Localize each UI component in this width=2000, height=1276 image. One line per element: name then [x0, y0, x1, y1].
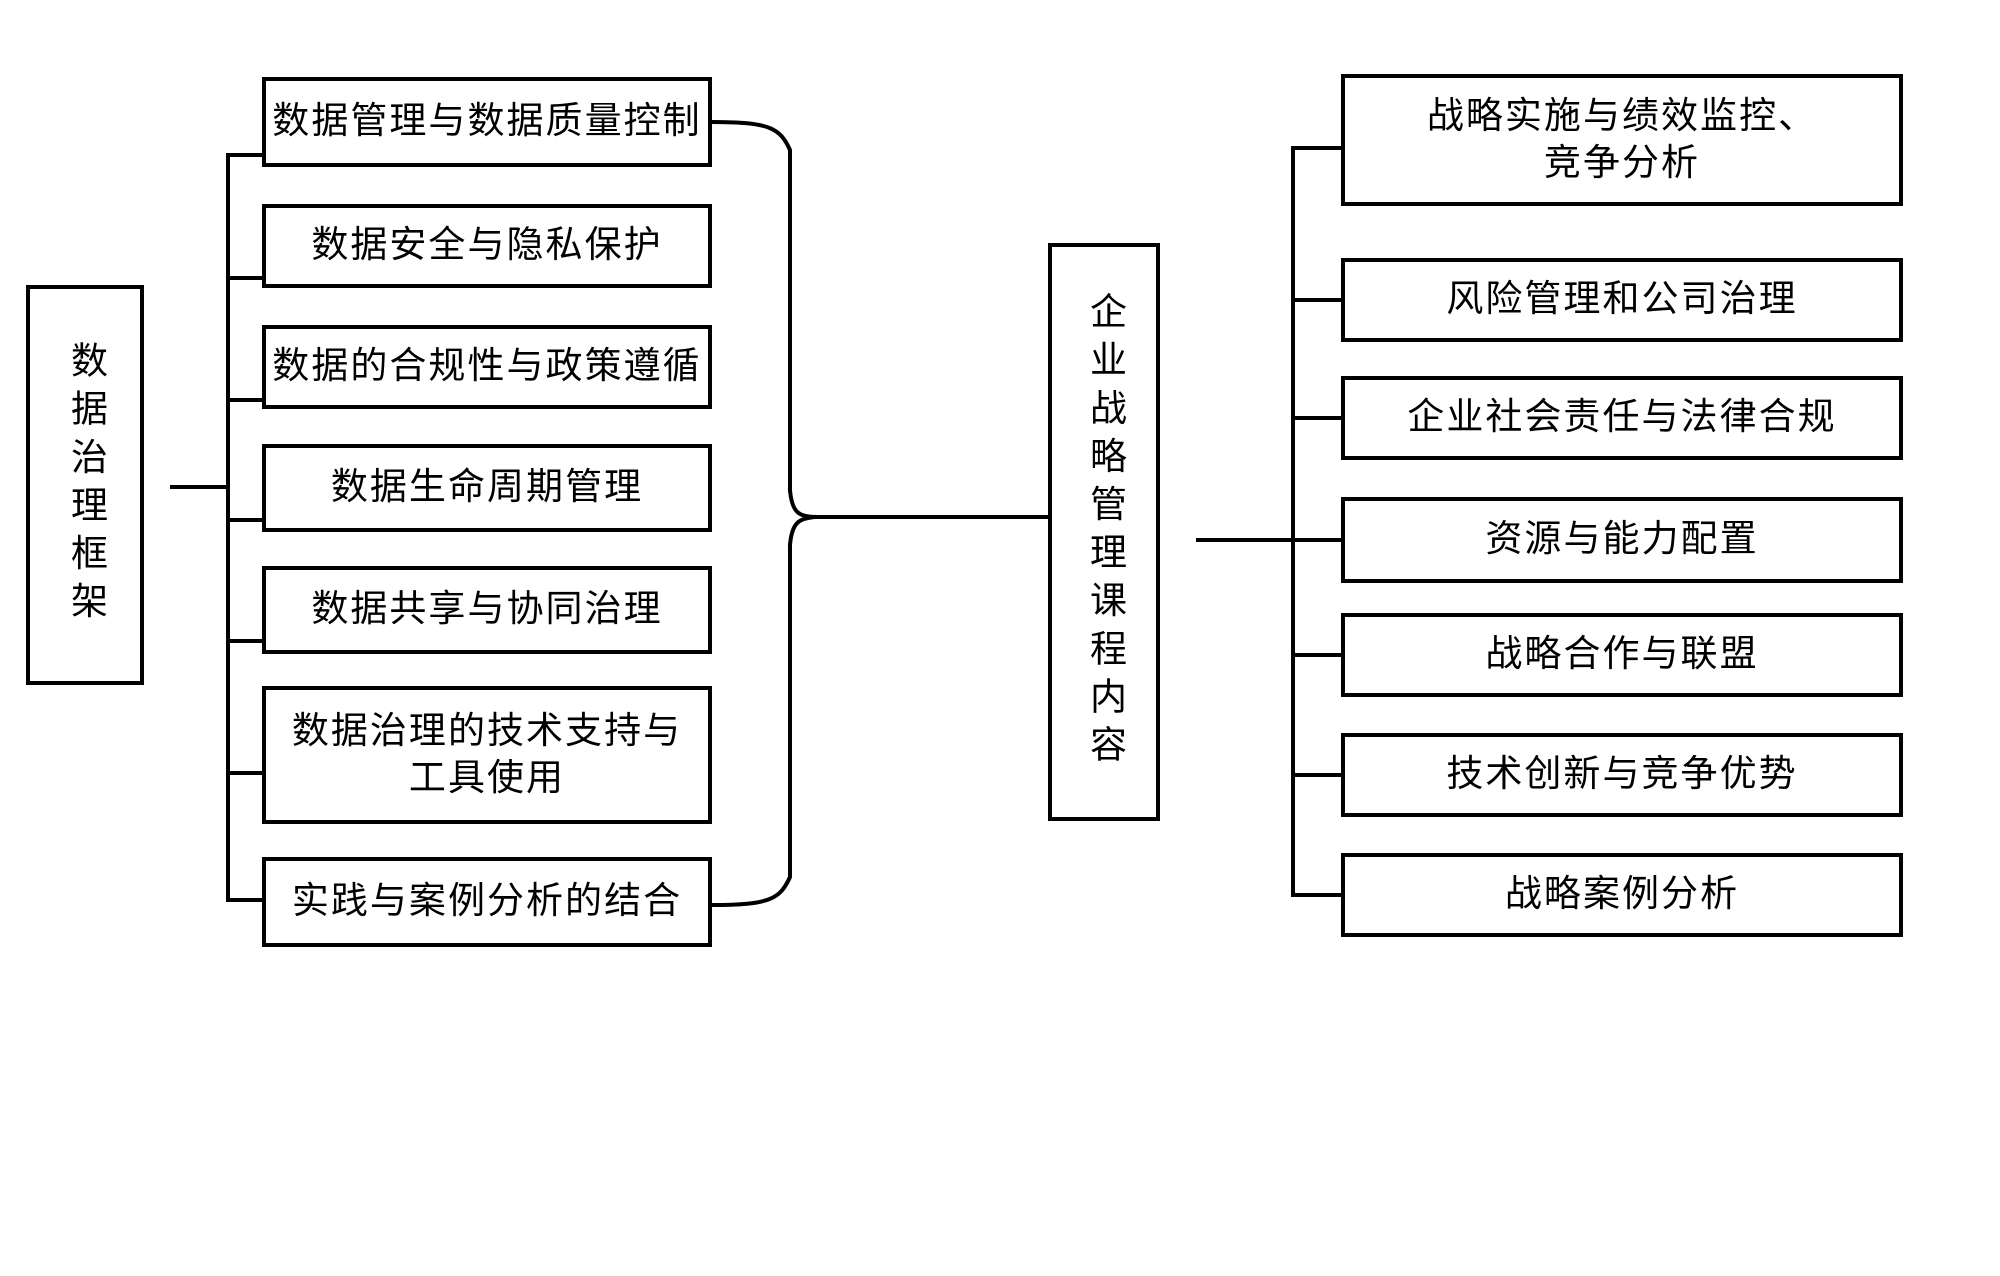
left-branch-7-label: 实践与案例分析的结合	[291, 881, 683, 923]
left-root-label: 数据治理框架	[64, 340, 106, 630]
left-root-node[interactable]: 数据治理框架	[26, 285, 144, 685]
left-branch-5[interactable]: 数据共享与协同治理	[262, 566, 712, 654]
right-branch-1-label: 战略实施与绩效监控、 竞争分析	[1426, 95, 1818, 184]
left-branch-6[interactable]: 数据治理的技术支持与 工具使用	[262, 686, 712, 824]
right-branch-3-label: 企业社会责任与法律合规	[1407, 397, 1837, 439]
left-branch-1-label: 数据管理与数据质量控制	[272, 101, 702, 143]
right-branch-7-label: 战略案例分析	[1504, 874, 1740, 916]
right-branch-4[interactable]: 资源与能力配置	[1341, 497, 1903, 583]
left-branch-6-label: 数据治理的技术支持与 工具使用	[291, 710, 683, 799]
right-branch-4-label: 资源与能力配置	[1485, 519, 1759, 561]
right-branch-5[interactable]: 战略合作与联盟	[1341, 613, 1903, 697]
left-branch-4[interactable]: 数据生命周期管理	[262, 444, 712, 532]
left-branch-2-label: 数据安全与隐私保护	[311, 225, 663, 267]
left-branch-3[interactable]: 数据的合规性与政策遵循	[262, 325, 712, 409]
right-branch-6[interactable]: 技术创新与竞争优势	[1341, 733, 1903, 817]
right-branch-6-label: 技术创新与竞争优势	[1446, 754, 1798, 796]
left-branch-7[interactable]: 实践与案例分析的结合	[262, 857, 712, 947]
left-branch-4-label: 数据生命周期管理	[330, 467, 644, 509]
left-branch-5-label: 数据共享与协同治理	[311, 589, 663, 631]
center-hub-node[interactable]: 企业战略管理课程内容	[1048, 243, 1160, 821]
left-branch-3-label: 数据的合规性与政策遵循	[272, 346, 702, 388]
right-branch-2-label: 风险管理和公司治理	[1446, 279, 1798, 321]
right-branch-5-label: 战略合作与联盟	[1485, 634, 1759, 676]
left-branch-1[interactable]: 数据管理与数据质量控制	[262, 77, 712, 167]
right-branch-1[interactable]: 战略实施与绩效监控、 竞争分析	[1341, 74, 1903, 206]
right-branch-2[interactable]: 风险管理和公司治理	[1341, 258, 1903, 342]
right-branch-7[interactable]: 战略案例分析	[1341, 853, 1903, 937]
right-branch-3[interactable]: 企业社会责任与法律合规	[1341, 376, 1903, 460]
center-hub-label: 企业战略管理课程内容	[1083, 291, 1125, 773]
left-branch-2[interactable]: 数据安全与隐私保护	[262, 204, 712, 288]
